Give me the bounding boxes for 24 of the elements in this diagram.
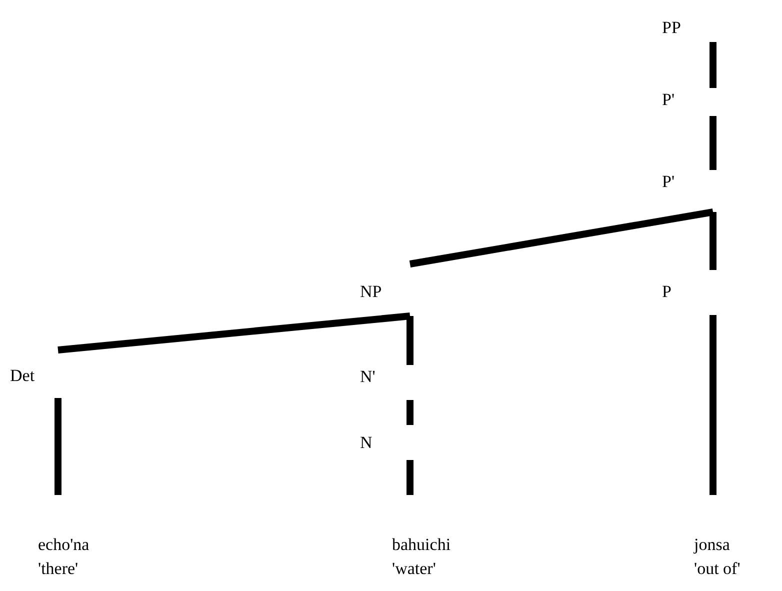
word-label: echo'na	[38, 534, 90, 556]
word-label: bahuichi	[392, 534, 451, 556]
gloss-label: 'there'	[38, 558, 78, 580]
category-label: Det	[10, 365, 35, 387]
tree-branch-line	[406, 460, 414, 495]
tree-branch-line	[710, 116, 716, 170]
word-label: jonsa	[694, 534, 730, 556]
category-label: PP	[662, 17, 681, 39]
category-label: N'	[360, 366, 376, 388]
tree-branch-line	[406, 400, 414, 425]
tree-branch-line	[58, 312, 410, 354]
category-label: P'	[662, 171, 675, 193]
gloss-label: 'water'	[392, 558, 436, 580]
tree-branch-line	[406, 316, 414, 365]
tree-branch-line	[409, 208, 714, 268]
tree-branch-line	[54, 398, 62, 495]
tree-branch-line	[710, 212, 716, 270]
category-label: NP	[360, 281, 382, 303]
category-label: P'	[662, 89, 675, 111]
category-label: P	[662, 281, 672, 303]
gloss-label: 'out of'	[694, 558, 740, 580]
category-label: N	[360, 432, 372, 454]
tree-branch-line	[710, 42, 716, 88]
tree-branch-line	[710, 315, 716, 495]
